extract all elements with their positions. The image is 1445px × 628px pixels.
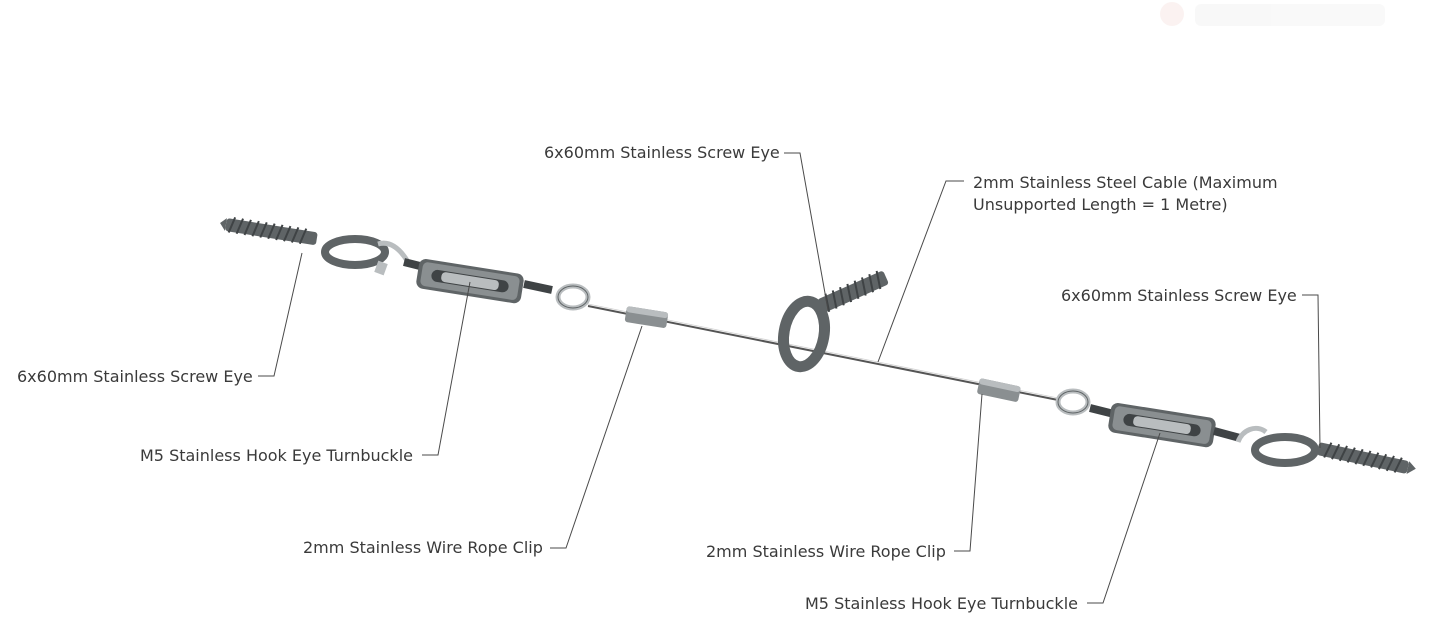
leader-cable: [877, 180, 964, 363]
leader-clip-left: [550, 325, 643, 549]
leader-screw-eye-right: [1302, 294, 1321, 449]
label-clip-right: 2mm Stainless Wire Rope Clip: [706, 542, 946, 561]
wire-rope-clip-right: [977, 378, 1021, 402]
turnbuckle-left: [374, 240, 591, 311]
label-cable-line2: Unsupported Length = 1 Metre): [973, 195, 1228, 214]
leader-lines: [258, 152, 1321, 604]
leader-screw-eye-middle: [784, 152, 829, 311]
screw-eye-middle: [777, 270, 889, 373]
leader-turnbuckle-left: [422, 281, 471, 456]
leader-screw-eye-left: [258, 252, 303, 377]
label-screw-eye-middle: 6x60mm Stainless Screw Eye: [544, 143, 780, 162]
screw-eye-left: [220, 216, 389, 269]
turnbuckle-right: [1055, 388, 1268, 448]
leader-turnbuckle-right: [1087, 432, 1161, 604]
screw-eye-right: [1251, 433, 1416, 474]
wire-rope-clip-left: [624, 306, 669, 328]
leader-clip-right: [954, 393, 983, 552]
label-screw-eye-left: 6x60mm Stainless Screw Eye: [17, 367, 253, 386]
label-screw-eye-right: 6x60mm Stainless Screw Eye: [1061, 286, 1297, 305]
watermark-logo: [1160, 2, 1385, 26]
label-turnbuckle-left: M5 Stainless Hook Eye Turnbuckle: [140, 446, 413, 465]
label-turnbuckle-right: M5 Stainless Hook Eye Turnbuckle: [805, 594, 1078, 613]
label-clip-left: 2mm Stainless Wire Rope Clip: [303, 538, 543, 557]
label-cable-line1: 2mm Stainless Steel Cable (Maximum: [973, 173, 1278, 192]
